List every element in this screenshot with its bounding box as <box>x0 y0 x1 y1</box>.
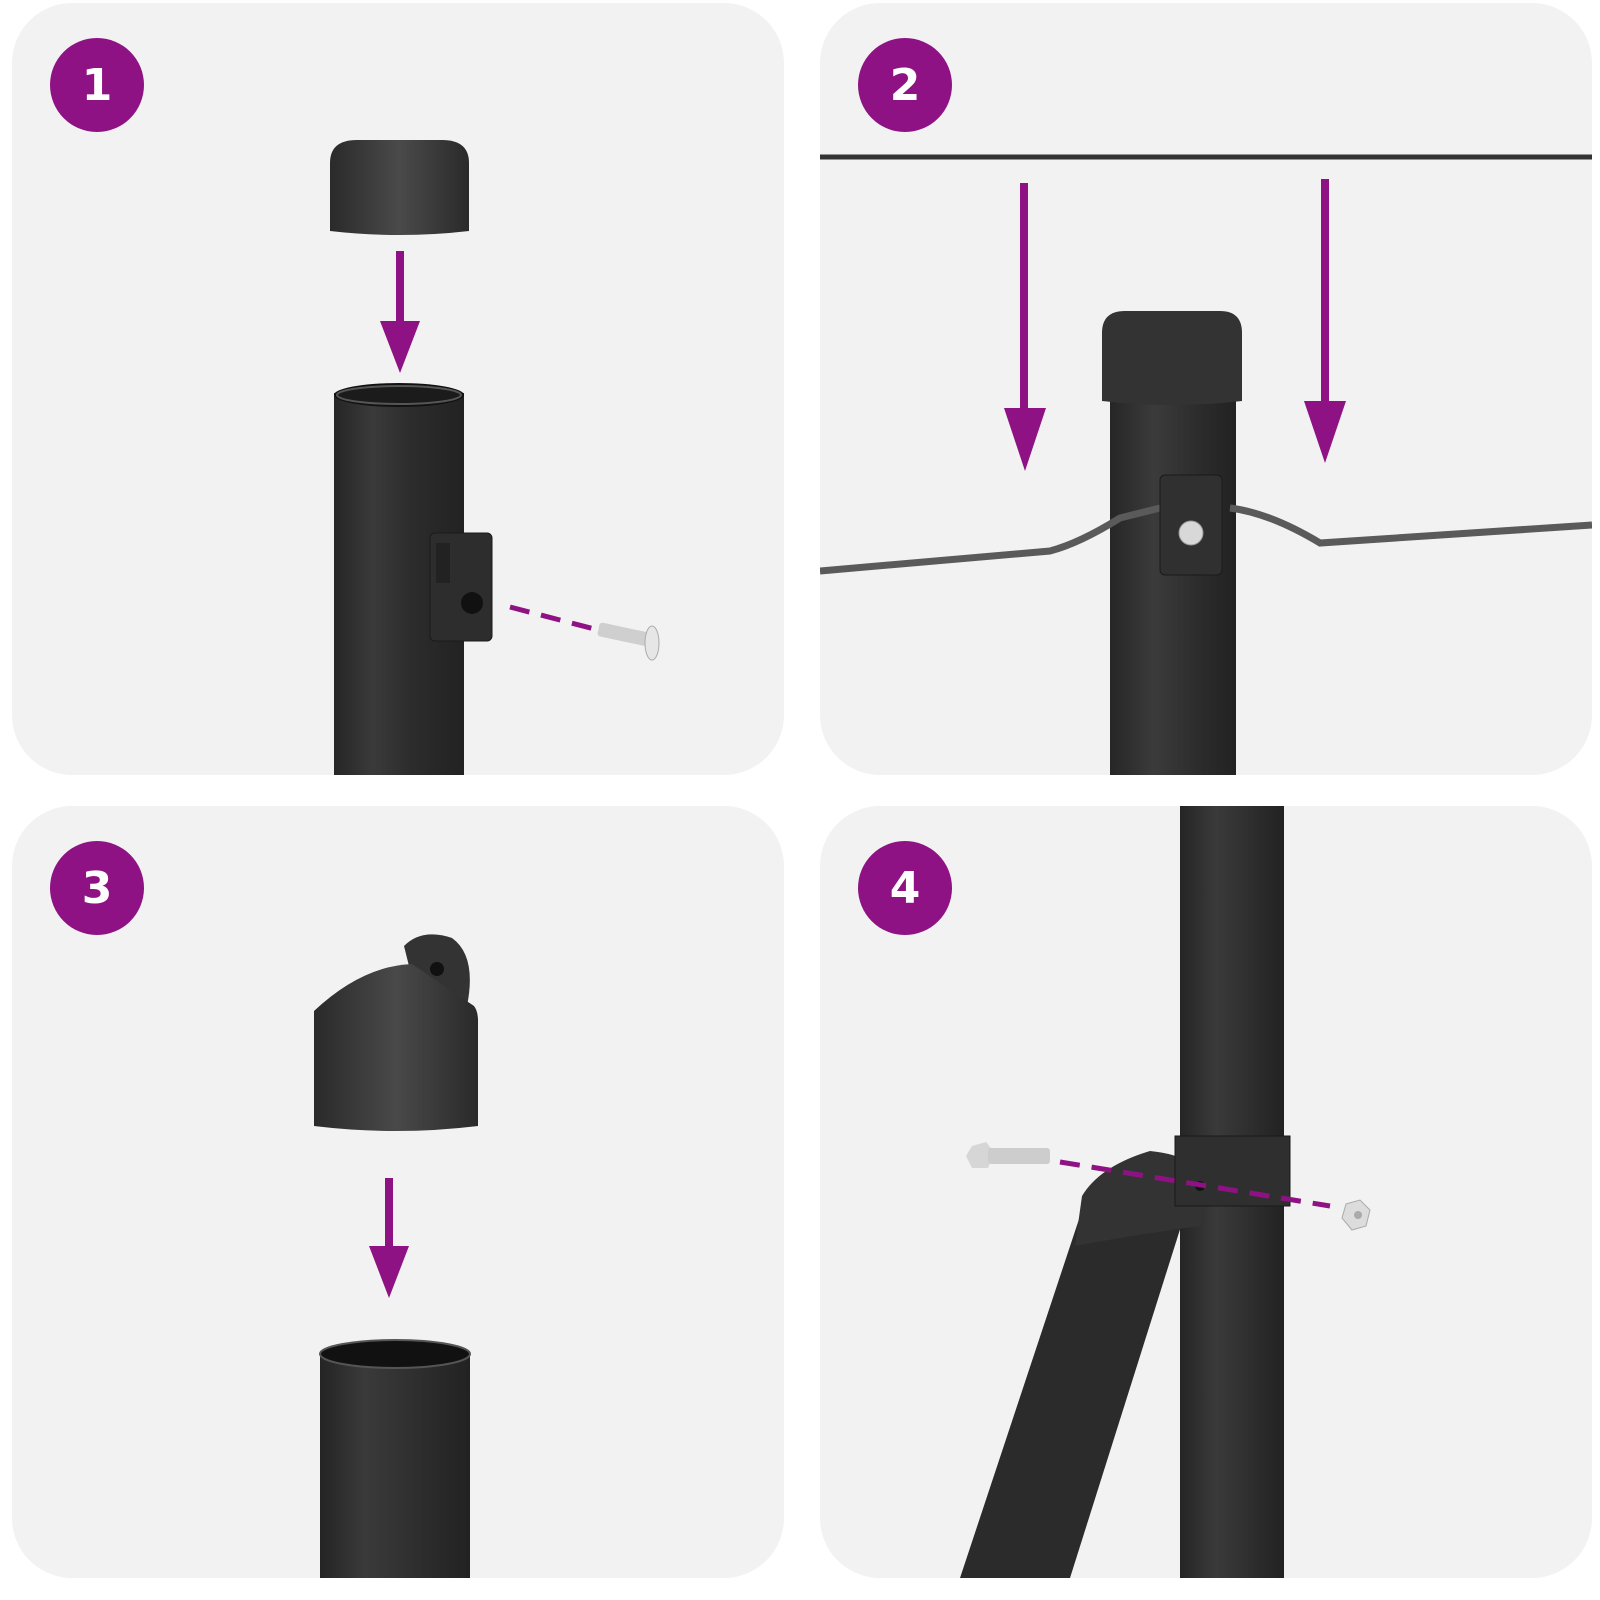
step-4-illustration <box>960 806 1371 1578</box>
step-1-panel: 1 <box>12 3 784 775</box>
nut-icon <box>1341 1199 1371 1231</box>
step-number-badge: 4 <box>858 841 952 935</box>
brace-icon <box>960 1151 1210 1578</box>
step-number-badge: 3 <box>50 841 144 935</box>
dashed-guide-line <box>1059 1159 1331 1209</box>
screw-icon <box>597 622 660 661</box>
step-3-panel: 3 <box>12 806 784 1578</box>
step-2-illustration <box>820 154 1592 775</box>
step-1-illustration <box>330 140 660 775</box>
post-icon <box>1102 311 1242 775</box>
step-number-badge: 1 <box>50 38 144 132</box>
post-icon <box>319 1339 471 1578</box>
arrow-down-icon <box>1004 183 1046 471</box>
step-2-panel: 2 <box>820 3 1592 775</box>
post-cap-icon <box>330 140 469 235</box>
wire-clip-icon <box>429 532 493 642</box>
step-number-badge: 2 <box>858 38 952 132</box>
tension-wire-icon <box>820 504 1592 575</box>
wire-clip-icon <box>1159 474 1223 576</box>
bolt-icon <box>966 1142 1050 1168</box>
step-3-illustration <box>314 934 478 1578</box>
step-4-panel: 4 <box>820 806 1592 1578</box>
post-clamp-icon <box>1174 1135 1291 1207</box>
arrow-down-icon <box>369 1178 409 1298</box>
eye-cap-icon <box>314 934 478 1131</box>
arrow-down-icon <box>1304 179 1346 463</box>
arrow-down-icon <box>380 251 420 373</box>
dashed-guide-line <box>509 604 603 634</box>
